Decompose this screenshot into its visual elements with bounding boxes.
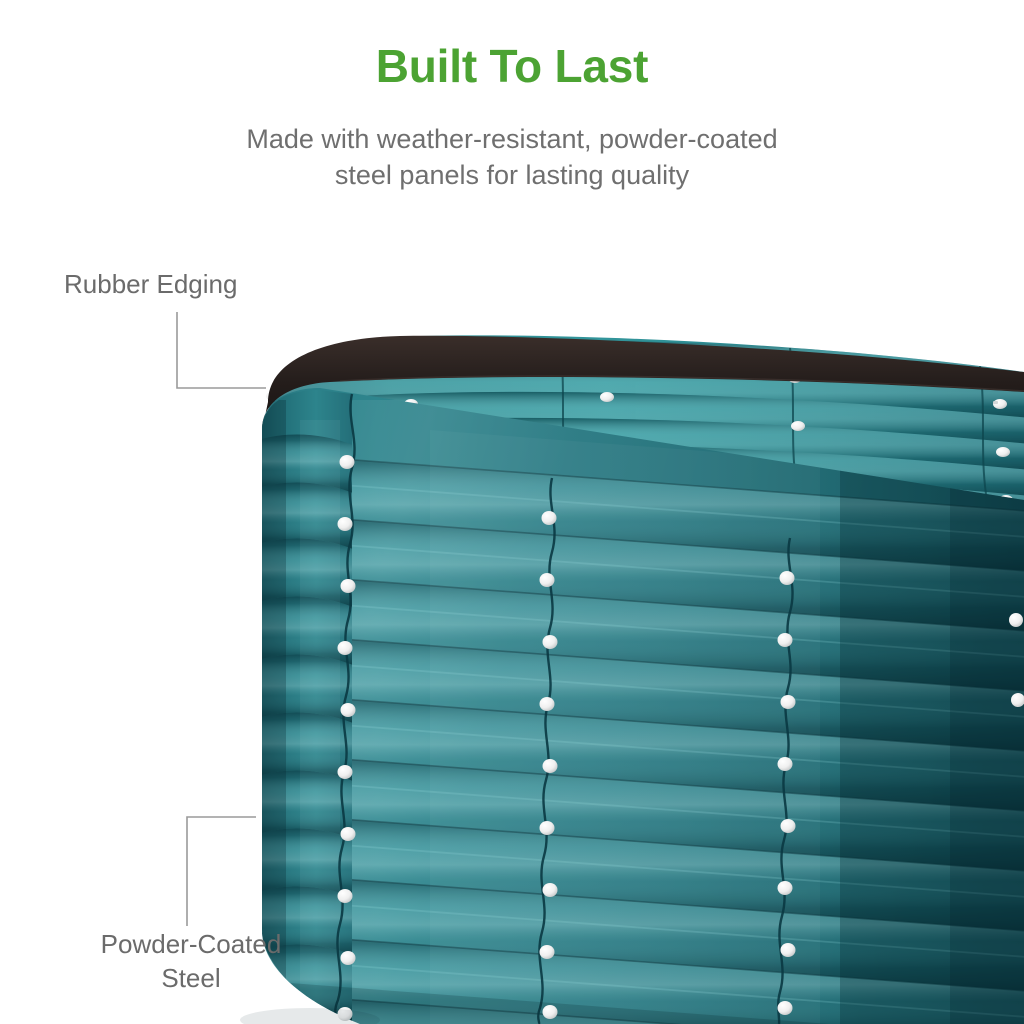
left-end-cap bbox=[262, 390, 352, 1024]
callout-steel-line-2: Steel bbox=[161, 962, 221, 993]
page-subtitle: Made with weather-resistant, powder-coat… bbox=[0, 122, 1024, 193]
panel-screws bbox=[337, 455, 1024, 1021]
page-title: Built To Last bbox=[375, 40, 649, 92]
callout-label-powder-coated-steel: Powder-Coated Steel bbox=[66, 928, 316, 996]
callout-steel-line-1: Powder-Coated bbox=[100, 929, 282, 959]
callout-label-rubber-edging: Rubber Edging bbox=[64, 269, 238, 299]
planter-outer-body bbox=[262, 388, 1024, 1024]
subtitle-line-1: Made with weather-resistant, powder-coat… bbox=[246, 124, 778, 154]
subtitle-line-2: steel panels for lasting quality bbox=[334, 159, 690, 190]
